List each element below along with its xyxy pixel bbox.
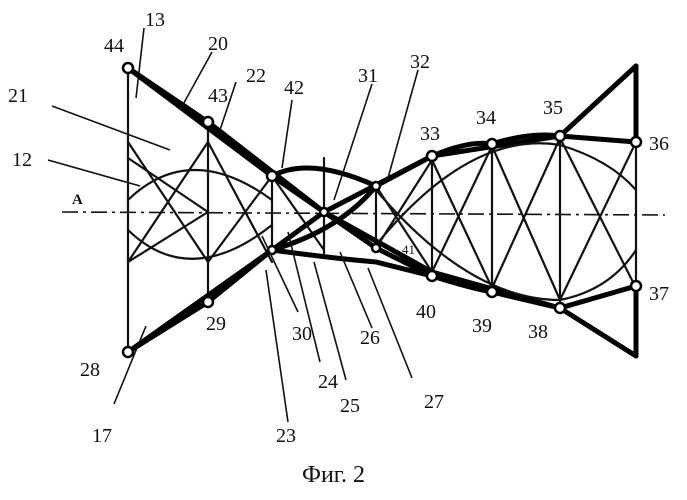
label-25: 25 [340, 395, 360, 417]
label-37: 37 [649, 283, 669, 305]
member-labels: 44 13 20 21 43 22 42 31 32 12 33 34 35 3… [8, 9, 669, 447]
label-38: 38 [528, 321, 548, 343]
label-41: 41 [402, 242, 415, 257]
axis-a-line [62, 212, 665, 215]
label-39: 39 [472, 315, 492, 337]
label-24: 24 [318, 371, 338, 393]
label-36: 36 [649, 133, 669, 155]
joint-nodes [123, 63, 641, 357]
label-29: 29 [206, 313, 226, 335]
label-33: 33 [420, 123, 440, 145]
label-22: 22 [246, 65, 266, 87]
axis-a-label: A [72, 192, 83, 208]
label-42: 42 [284, 77, 304, 99]
label-17: 17 [92, 425, 112, 447]
label-21: 21 [8, 85, 28, 107]
label-31: 31 [358, 65, 378, 87]
label-32: 32 [410, 51, 430, 73]
label-27: 27 [424, 391, 444, 413]
label-35: 35 [543, 97, 563, 119]
leader-lines [48, 28, 418, 422]
label-13: 13 [145, 9, 165, 31]
label-44: 44 [104, 35, 124, 57]
figure-caption: Фиг. 2 [302, 462, 365, 488]
label-20: 20 [208, 33, 228, 55]
label-43: 43 [208, 85, 228, 107]
label-26: 26 [360, 327, 380, 349]
label-40: 40 [416, 301, 436, 323]
label-30: 30 [292, 323, 312, 345]
label-12: 12 [12, 149, 32, 171]
label-28: 28 [80, 359, 100, 381]
label-34: 34 [476, 107, 496, 129]
label-23: 23 [276, 425, 296, 447]
